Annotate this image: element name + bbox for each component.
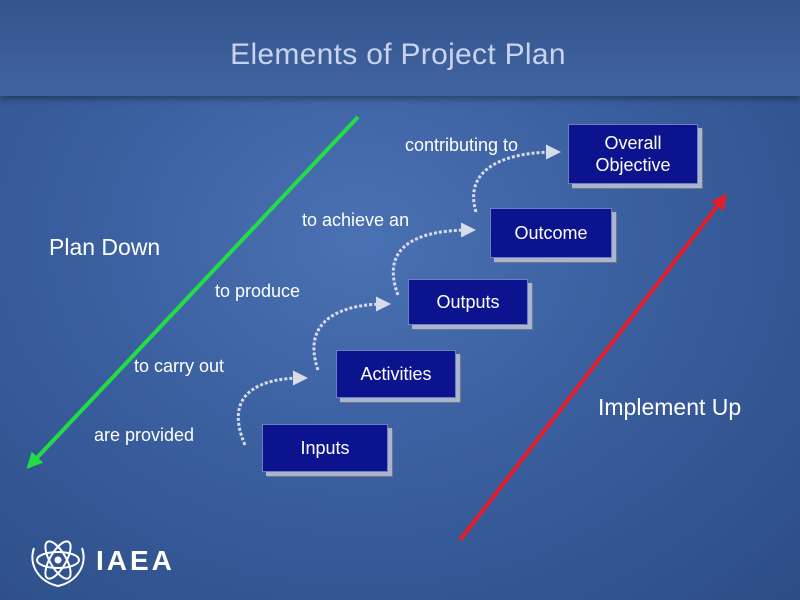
iaea-logo-text: IAEA	[96, 545, 175, 576]
implement-up-label: Implement Up	[598, 394, 742, 420]
curve-arrow-inputs-to-activities	[236, 370, 308, 446]
iaea-emblem-icon	[31, 540, 85, 588]
inputs-label: Inputs	[300, 438, 350, 458]
overall-objective-label: Overall Objective	[595, 133, 671, 175]
curve-arrow-outcome-to-objective	[472, 144, 561, 213]
plan-down-arrow	[26, 115, 360, 469]
connector-contributing-to: contributing to	[405, 135, 519, 155]
connector-to-achieve-an: to achieve an	[302, 210, 410, 230]
inputs-box: Inputs	[262, 424, 388, 472]
outputs-box: Outputs	[408, 279, 528, 325]
outputs-label: Outputs	[436, 292, 500, 312]
curve-arrow-outputs-to-outcome	[391, 222, 476, 296]
curve-arrow-activities-to-outputs	[312, 296, 391, 371]
page-title: Elements of Project Plan	[230, 38, 566, 71]
outcome-label: Outcome	[514, 223, 588, 243]
activities-box: Activities	[336, 350, 456, 398]
connector-to-produce: to produce	[215, 281, 301, 301]
header-band	[0, 0, 800, 96]
implement-up-arrow	[458, 193, 727, 542]
plan-down-label: Plan Down	[49, 234, 161, 260]
activities-label: Activities	[360, 364, 432, 384]
outcome-box: Outcome	[490, 208, 612, 258]
overall-objective-box: Overall Objective	[568, 124, 698, 184]
connector-to-carry-out: to carry out	[134, 356, 225, 376]
connector-are-provided: are provided	[94, 425, 195, 445]
